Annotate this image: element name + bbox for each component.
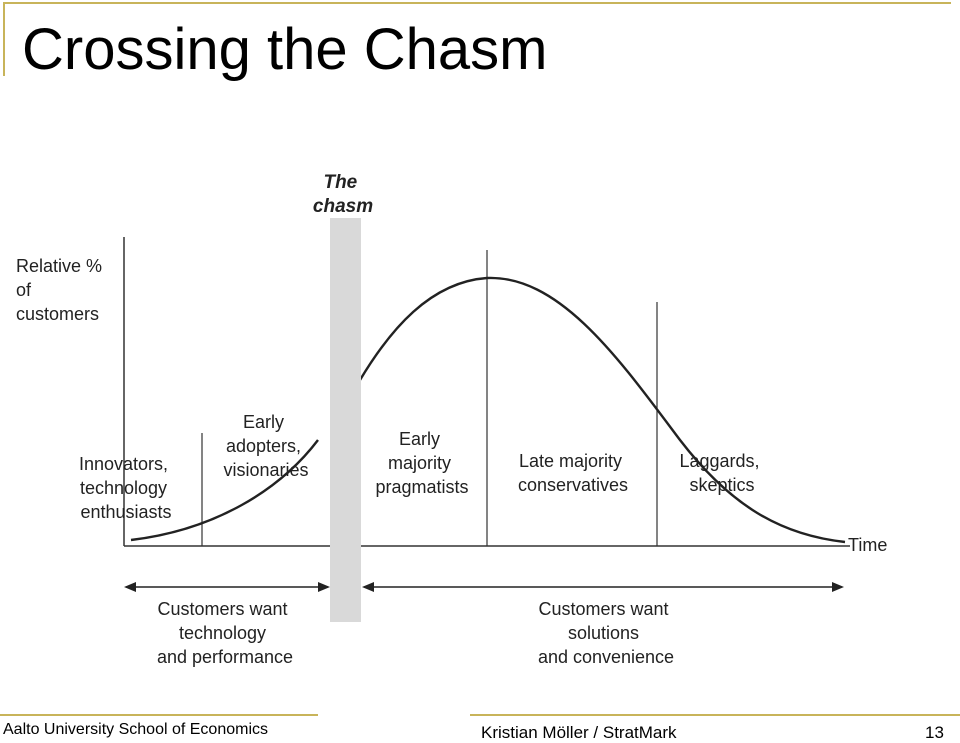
segment-laggards-line-2: skeptics (689, 475, 754, 495)
segment-innovators-line-3: enthusiasts (80, 502, 171, 522)
segment-innovators-line-2: technology (80, 478, 167, 498)
footer-school: Aalto University School of Economics (3, 721, 268, 738)
left-needs-arrow (124, 582, 330, 592)
chasm-label-line-2: chasm (313, 196, 373, 217)
right-needs-line-2: solutions (568, 623, 639, 643)
footer-rule-right (470, 714, 960, 716)
slide-title: Crossing the Chasm (22, 17, 548, 82)
right-needs-line-3: and convenience (538, 647, 674, 667)
segment-innovators: Innovators, technology enthusiasts (79, 454, 173, 522)
footer-page-number: 13 (925, 723, 944, 742)
left-needs-line-3: and performance (157, 647, 293, 667)
adoption-curve (130, 276, 846, 544)
segment-late-majority-line-1: Late majority (519, 451, 622, 471)
y-axis-label-line-3: customers (16, 304, 99, 324)
y-axis-label: Relative % of customers (16, 256, 107, 324)
chasm-bar (330, 218, 361, 622)
y-axis-label-line-2: of (16, 280, 32, 300)
segment-early-adopters-line-3: visionaries (223, 460, 308, 480)
top-left-accent-rule (3, 2, 5, 76)
left-needs-label: Customers want technology and performanc… (157, 599, 293, 667)
top-accent-rule (3, 2, 951, 4)
segment-early-majority-line-1: Early (399, 429, 440, 449)
segment-early-majority-line-2: majority (388, 453, 451, 473)
footer-author: Kristian Möller / StratMark (481, 723, 677, 742)
segment-early-majority-line-3: pragmatists (375, 477, 468, 497)
segment-laggards: Laggards, skeptics (679, 451, 764, 495)
y-axis-label-line-1: Relative % (16, 256, 102, 276)
chasm-label-line-1: The (323, 172, 357, 193)
segment-early-adopters-line-1: Early (243, 412, 284, 432)
left-arrowhead-right (318, 582, 330, 592)
right-needs-arrow (362, 582, 844, 592)
right-needs-label: Customers want solutions and convenience (538, 599, 674, 667)
left-needs-line-1: Customers want (157, 599, 287, 619)
x-axis-label: Time (848, 535, 887, 555)
segment-early-adopters: Early adopters, visionaries (223, 412, 308, 480)
chasm-label: The chasm (313, 172, 373, 217)
segment-late-majority-line-2: conservatives (518, 475, 628, 495)
segment-laggards-line-1: Laggards, (679, 451, 759, 471)
segment-innovators-line-1: Innovators, (79, 454, 168, 474)
segment-late-majority: Late majority conservatives (518, 451, 628, 495)
right-arrowhead-left (362, 582, 374, 592)
segment-early-majority: Early majority pragmatists (375, 429, 468, 497)
right-needs-line-1: Customers want (538, 599, 668, 619)
left-arrowhead-left (124, 582, 136, 592)
footer-rule-left (0, 714, 318, 716)
left-needs-line-2: technology (179, 623, 266, 643)
segment-early-adopters-line-2: adopters, (226, 436, 301, 456)
right-arrowhead-right (832, 582, 844, 592)
